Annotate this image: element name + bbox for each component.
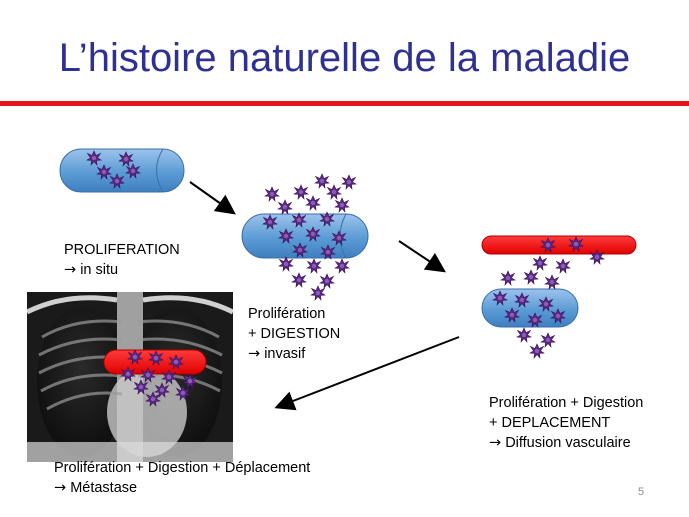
- caption-stage3-line2: + DEPLACEMENT: [489, 413, 643, 433]
- caption-stage4-line1: Prolifération + Digestion + Déplacement: [54, 458, 310, 478]
- page-number: 5: [638, 486, 644, 498]
- caption-stage1-line2: in situ: [80, 262, 118, 278]
- caption-stage2-line2: + DIGESTION: [248, 324, 340, 344]
- arrow-2-to-3: [399, 241, 441, 269]
- caption-stage4: Prolifération + Digestion + Déplacement …: [54, 458, 310, 498]
- arrow-right-icon: →: [64, 262, 76, 278]
- caption-stage2-line1: Prolifération: [248, 304, 340, 324]
- blood-vessel-stage3: [482, 236, 636, 254]
- caption-stage1-line1: PROLIFERATION: [64, 240, 180, 260]
- caption-stage2-line3: invasif: [264, 346, 305, 362]
- caption-stage1: PROLIFERATION → in situ: [64, 240, 180, 280]
- caption-stage3-line3: Diffusion vasculaire: [505, 435, 630, 451]
- caption-stage3-line1: Prolifération + Digestion: [489, 393, 643, 413]
- caption-stage4-line2: Métastase: [70, 480, 137, 496]
- caption-stage3: Prolifération + Digestion + DEPLACEMENT …: [489, 393, 643, 453]
- arrow-right-icon: →: [54, 480, 66, 496]
- caption-stage2: Prolifération + DIGESTION → invasif: [248, 304, 340, 364]
- arrow-right-icon: →: [489, 435, 501, 451]
- arrow-1-to-2: [190, 182, 231, 211]
- arrow-right-icon: →: [248, 346, 260, 362]
